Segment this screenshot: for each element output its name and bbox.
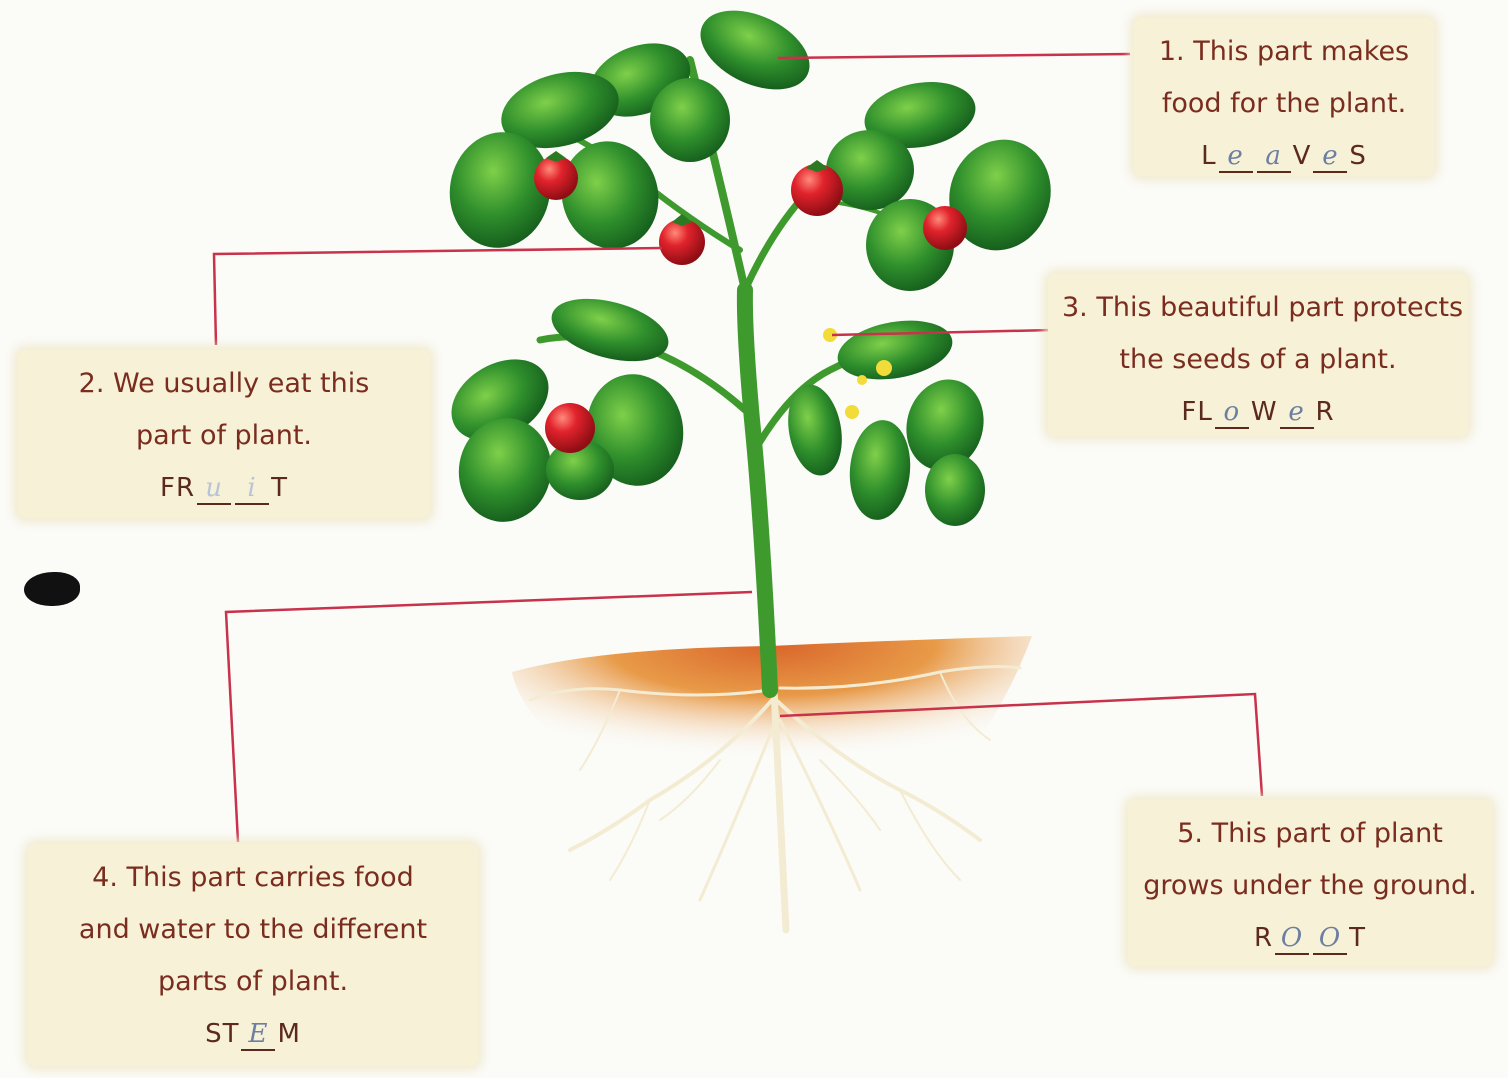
printed-letters: R (1254, 912, 1273, 964)
card-5-number: 5. (1177, 818, 1203, 849)
label-card-fruit: 2. We usually eat this part of plant. FR… (18, 350, 430, 518)
card-4-text-3: parts of plant. (42, 956, 464, 1008)
printed-letters: S (1349, 130, 1367, 182)
card-2-text-1: We usually eat this (113, 368, 369, 399)
handwritten-letter-blank: a (1257, 141, 1291, 173)
card-3-text-1: This beautiful part protects (1096, 292, 1463, 323)
leader-line-leaves (778, 54, 1130, 58)
handwritten-letter-blank: o (1215, 397, 1249, 429)
answer-leaves: LeaVeS (1148, 130, 1420, 182)
handwritten-letter-blank: O (1313, 923, 1347, 955)
printed-letters: T (271, 462, 288, 514)
answer-flower: FLoWeR (1062, 386, 1454, 438)
card-3-text-2: the seeds of a plant. (1062, 334, 1454, 386)
handwritten-letter-blank: u (197, 473, 231, 505)
card-5-line-1: 5. This part of plant (1142, 808, 1478, 860)
handwritten-letter-blank: O (1275, 923, 1309, 955)
handwritten-letter-blank: e (1313, 141, 1347, 173)
card-5-text-1: This part of plant (1212, 818, 1443, 849)
card-1-text-1: This part makes (1193, 36, 1409, 67)
handwritten-letter-blank: i (235, 473, 269, 505)
card-4-text-2: and water to the different (42, 904, 464, 956)
card-5-text-2: grows under the ground. (1142, 860, 1478, 912)
printed-letters: L (1201, 130, 1217, 182)
label-card-root: 5. This part of plant grows under the gr… (1128, 800, 1492, 966)
printed-letters: FR (160, 462, 195, 514)
card-1-line-1: 1. This part makes (1148, 26, 1420, 78)
card-4-number: 4. (92, 862, 118, 893)
handwritten-letter-blank: e (1280, 397, 1314, 429)
printed-letters: V (1293, 130, 1312, 182)
label-card-stem: 4. This part carries food and water to t… (28, 844, 478, 1066)
card-4-text-1: This part carries food (127, 862, 414, 893)
card-3-number: 3. (1062, 292, 1088, 323)
label-card-leaves: 1. This part makes food for the plant. L… (1134, 18, 1434, 176)
card-4-line-1: 4. This part carries food (42, 852, 464, 904)
card-2-line-1: 2. We usually eat this (32, 358, 416, 410)
handwritten-letter-blank: e (1219, 141, 1253, 173)
answer-fruit: FRuiT (32, 462, 416, 514)
card-2-text-2: part of plant. (32, 410, 416, 462)
card-1-text-2: food for the plant. (1148, 78, 1420, 130)
printed-letters: FL (1181, 386, 1212, 438)
answer-stem: STEM (42, 1008, 464, 1060)
printed-letters: R (1316, 386, 1335, 438)
card-2-number: 2. (79, 368, 105, 399)
card-3-line-1: 3. This beautiful part protects (1062, 282, 1454, 334)
printed-letters: M (277, 1008, 300, 1060)
card-1-number: 1. (1159, 36, 1185, 67)
printed-letters: W (1251, 386, 1278, 438)
printed-letters: ST (205, 1008, 239, 1060)
answer-root: ROOT (1142, 912, 1478, 964)
handwritten-letter-blank: E (241, 1019, 275, 1051)
ink-blot (24, 572, 80, 606)
label-card-flower: 3. This beautiful part protects the seed… (1048, 274, 1468, 436)
printed-letters: T (1349, 912, 1366, 964)
